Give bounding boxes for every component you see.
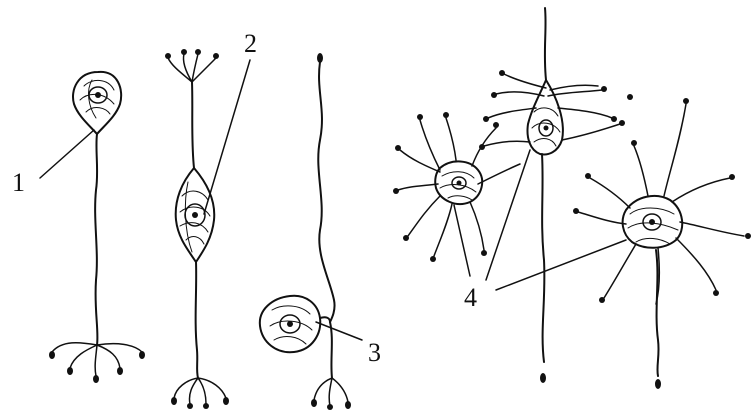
multipolar-neuron-right <box>573 98 751 389</box>
unipolar-neuron <box>49 72 145 383</box>
pseudounipolar-nucleolus <box>287 321 293 327</box>
multipolar-center-nucleolus <box>544 126 549 131</box>
multipolar-center-apical <box>545 8 546 80</box>
multipolar-left-soma-texture <box>440 172 476 200</box>
leader-line-2 <box>204 60 250 214</box>
unipolar-terminals <box>52 343 142 376</box>
multipolar-right-knobs <box>573 98 751 303</box>
leader-line-3 <box>316 322 362 340</box>
pseudounipolar-terminal-knobs <box>311 399 351 410</box>
multipolar-right-axon-tip <box>655 379 661 389</box>
label-3: 3 <box>368 338 381 367</box>
pseudounipolar-central-process <box>330 322 332 378</box>
unipolar-soma-texture <box>80 80 114 118</box>
label-1: 1 <box>12 168 25 197</box>
pseudounipolar-terminals <box>314 378 348 406</box>
leader-line-1 <box>40 130 94 178</box>
multipolar-left-nucleolus <box>457 181 462 186</box>
unipolar-terminal-knobs <box>49 351 145 383</box>
multipolar-center-axon <box>542 154 544 362</box>
multipolar-neuron-center <box>479 8 633 383</box>
bipolar-axon <box>196 262 198 378</box>
bipolar-dendrite-knobs <box>165 49 219 59</box>
multipolar-neuron-left <box>393 112 520 262</box>
unipolar-nucleolus <box>95 92 101 98</box>
unipolar-process <box>95 134 97 345</box>
leader-line-4c <box>496 240 626 290</box>
multipolar-right-axon <box>656 250 659 376</box>
pseudounipolar-peripheral-process <box>318 62 334 322</box>
bipolar-nucleolus <box>192 212 198 218</box>
bipolar-neuron <box>165 49 229 409</box>
bipolar-terminal-knobs <box>171 397 229 409</box>
bipolar-dendrite-tuft <box>168 54 216 82</box>
leader-line-4a <box>454 205 470 276</box>
multipolar-right-dendrites <box>578 104 744 304</box>
multipolar-right-nucleolus <box>649 219 655 225</box>
multipolar-center-knobs <box>479 70 633 150</box>
label-4: 4 <box>464 283 477 312</box>
multipolar-center-axon-tip <box>540 373 546 383</box>
pseudounipolar-stem <box>320 317 330 322</box>
label-2: 2 <box>244 29 257 58</box>
bipolar-dendrite <box>192 82 194 168</box>
pseudounipolar-neuron <box>260 53 351 410</box>
bipolar-terminals <box>174 378 226 404</box>
multipolar-center-soma <box>528 80 563 154</box>
